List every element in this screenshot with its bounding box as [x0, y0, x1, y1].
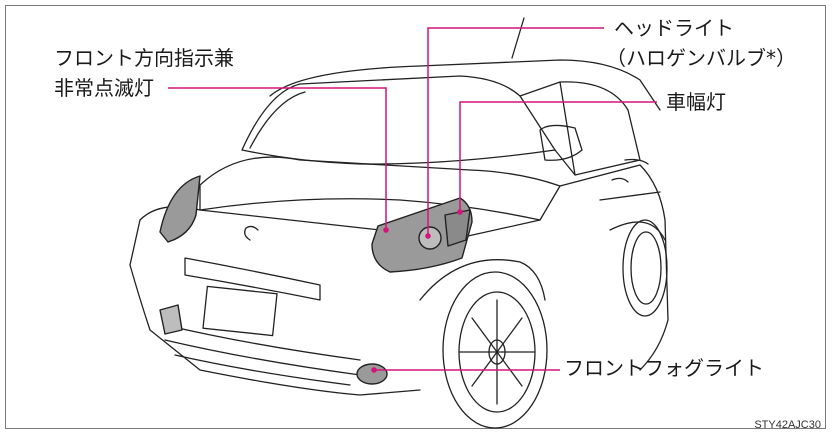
leader-turn-signal — [168, 87, 387, 228]
license-plate — [202, 285, 278, 337]
fog-light-label: フロントフォグライト — [564, 356, 764, 380]
parking-light-label: 車幅灯 — [666, 90, 726, 114]
side-mirror — [539, 124, 583, 161]
hood — [199, 156, 561, 221]
front-turn-signal-label-line2: 非常点滅灯 — [54, 76, 154, 100]
front-turn-signal-label-line1: フロント方向指示兼 — [54, 46, 234, 70]
front-wheel-spokes — [459, 299, 535, 405]
roof-outline — [269, 59, 661, 111]
figure-code: STY42AJC30 — [754, 419, 821, 431]
left-headlight — [159, 175, 201, 243]
left-fog-light — [159, 304, 183, 335]
right-fog-light — [356, 363, 388, 385]
headlight-label-line1: ヘッドライト — [614, 16, 734, 40]
rear-tire — [622, 219, 668, 317]
antenna — [511, 17, 525, 59]
windshield — [241, 75, 556, 165]
side-window — [519, 81, 641, 176]
leader-lines — [168, 27, 657, 373]
bumper-outline — [129, 264, 421, 396]
front-wheel-arch — [419, 259, 546, 301]
leader-headlight — [427, 27, 604, 234]
leader-parking-light — [459, 101, 657, 210]
headlight-label-line2: （ハロゲンバルブ*） — [606, 46, 796, 70]
upper-grille — [184, 257, 321, 301]
front-tire — [442, 271, 548, 429]
body-side — [559, 164, 669, 371]
